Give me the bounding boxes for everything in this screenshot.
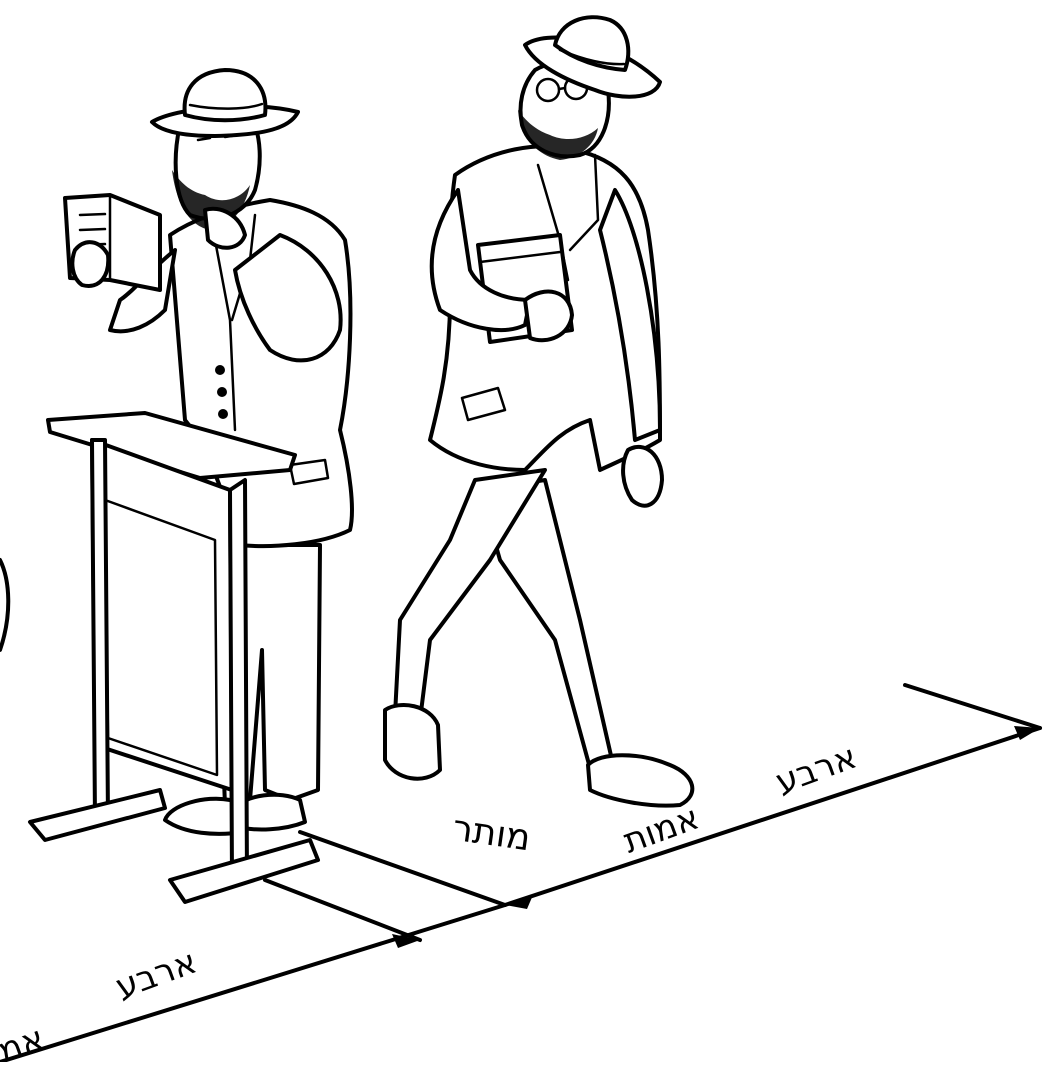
left-inner-diagonal [265,880,420,940]
man-walking [385,17,692,805]
coat-button [215,365,225,375]
labels: מותר ארבע אמות ארבע אמ [0,737,862,1062]
shoe-back [588,755,692,805]
label-arba-left: ארבע [110,942,202,1008]
arrowhead-right [1014,726,1040,740]
coat-button [217,387,227,397]
glasses-bridge [559,88,565,89]
hand-right [623,447,662,506]
lectern-front-panel [92,440,232,790]
hand-holding [525,292,572,341]
shoe-front [385,705,440,779]
partial-figure-edge [0,560,8,650]
lectern-leg-left [92,440,108,820]
hand-left [72,242,108,286]
hat-crown [185,70,266,120]
label-mutar: מותר [450,808,533,859]
right-extension-line [905,685,1040,728]
lectern-leg-right [230,480,247,880]
coat-button [218,409,228,419]
left-boundary-line [0,905,505,1062]
label-amot-left-fragment: אמ [0,1018,50,1062]
